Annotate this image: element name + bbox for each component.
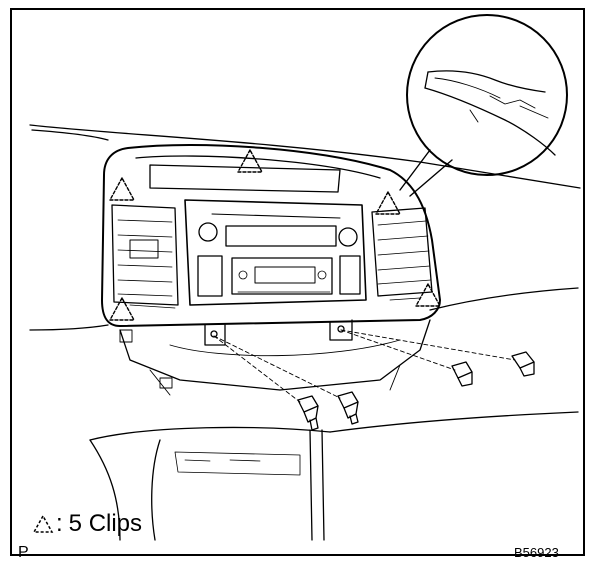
- legend-separator: :: [56, 510, 63, 537]
- screw: [297, 395, 319, 431]
- figure-frame: [10, 8, 585, 556]
- dashboard-outline: [29, 124, 581, 541]
- figure-code: B56923: [514, 545, 559, 560]
- corner-mark: P: [18, 544, 29, 561]
- legend: : 5 Clips: [32, 510, 142, 538]
- screw: [451, 361, 473, 387]
- screw: [511, 351, 535, 377]
- console-lower: [119, 319, 431, 396]
- detail-callout: [399, 14, 568, 197]
- legend-text: 5 Clips: [68, 510, 143, 537]
- screw-guide-lines: [213, 329, 516, 403]
- screws: [297, 351, 535, 431]
- radio-bezel: [101, 143, 441, 327]
- dashed-triangle-clip-icon: [32, 514, 54, 533]
- screw: [337, 391, 359, 425]
